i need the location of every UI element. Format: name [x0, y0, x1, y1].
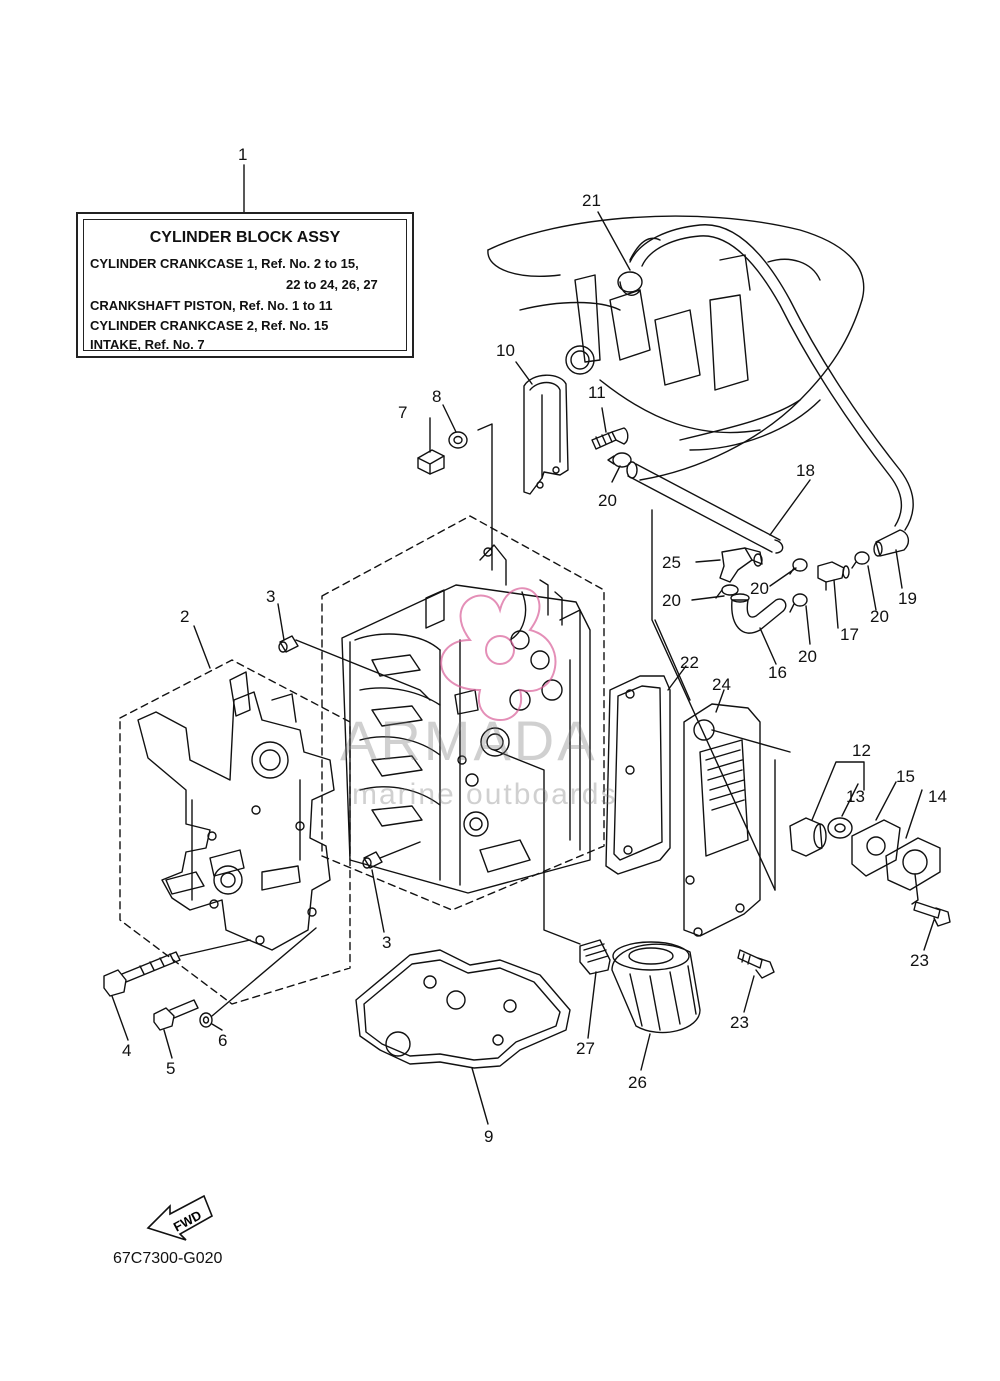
dowel-pin-3-upper: [278, 635, 299, 653]
diagram-code: 67C7300-G020: [113, 1250, 223, 1267]
callout-12: 12: [852, 741, 871, 760]
legend-inner-border: [83, 219, 407, 351]
engine-housing-outline: [487, 215, 865, 481]
hose-group-box: [651, 509, 776, 891]
legend-line-2: 22 to 24, 26, 27: [286, 277, 378, 292]
clip-20-a: [607, 452, 632, 468]
callout-20-d: 20: [798, 647, 817, 666]
gasket-15: [851, 819, 901, 877]
washer-8: [448, 431, 468, 449]
clip-20-d: [789, 593, 808, 613]
callout-3-upper: 3: [266, 587, 275, 606]
legend-box: CYLINDER BLOCK ASSY CYLINDER CRANKCASE 1…: [76, 212, 414, 358]
seal-13: [827, 817, 853, 839]
legend-line-1: CYLINDER CRANKCASE 1, Ref. No. 2 to 15,: [90, 256, 359, 271]
legend-line-5: INTAKE, Ref. No. 7: [90, 337, 205, 352]
callout-21: 21: [582, 191, 601, 210]
callout-16: 16: [768, 663, 787, 682]
callout-20-b: 20: [750, 579, 769, 598]
bolt-5: [153, 999, 199, 1031]
callout-11: 11: [588, 383, 606, 402]
cover-24: [683, 703, 761, 937]
oil-filter-26: [611, 941, 701, 1034]
leader-lines: [111, 164, 935, 1125]
clip-20-e: [851, 551, 870, 569]
thermostat-12: [789, 817, 827, 857]
legend-line-3: CRANKSHAFT PISTON, Ref. No. 1 to 11: [90, 298, 333, 313]
watermark-main: ARMADA: [340, 709, 598, 772]
callout-6: 6: [218, 1031, 227, 1050]
callout-15: 15: [896, 767, 915, 786]
callout-7: 7: [398, 403, 407, 422]
legend-line-4: CYLINDER CRANKCASE 2, Ref. No. 15: [90, 318, 329, 333]
callout-27: 27: [576, 1039, 595, 1058]
callout-17: 17: [840, 625, 859, 644]
callout-5: 5: [166, 1059, 175, 1078]
callout-23-b: 23: [910, 951, 929, 970]
watermark-sub: marine outboards: [352, 778, 618, 811]
callout-14: 14: [928, 787, 947, 806]
callout-19: 19: [898, 589, 917, 608]
callout-13: 13: [846, 787, 865, 806]
callout-20-a: 20: [598, 491, 617, 510]
fitting-27: [579, 939, 611, 975]
bolt-23-b: [913, 901, 951, 927]
bolt-4: [103, 951, 181, 997]
callout-24: 24: [712, 675, 731, 694]
plug-7: [417, 449, 445, 475]
callout-20-e: 20: [870, 607, 889, 626]
callout-25: 25: [662, 553, 681, 572]
callout-2: 2: [180, 607, 189, 626]
tube-18: [626, 461, 784, 554]
callout-22: 22: [680, 653, 699, 672]
bolt-23-a: [737, 949, 775, 979]
washer-6: [199, 1012, 213, 1028]
callout-8: 8: [432, 387, 441, 406]
callout-1: 1: [238, 145, 247, 164]
bolt-11: [591, 427, 629, 450]
callout-numbers: 1 21 10 11 8 7 20 18 25 20 20 20 17 19 2…: [122, 145, 947, 1146]
watermark-logo-icon: [440, 587, 557, 721]
fwd-arrow: [146, 1194, 214, 1241]
callout-4: 4: [122, 1041, 131, 1060]
gasket-22: [605, 675, 671, 875]
hose-21: [617, 224, 914, 531]
thermostat-cover-14: [885, 837, 941, 905]
callout-23-a: 23: [730, 1013, 749, 1032]
legend-title: CYLINDER BLOCK ASSY: [149, 229, 341, 246]
joint-25: [719, 547, 763, 583]
crankcase2-envelope: [119, 659, 351, 1005]
callout-20-c: 20: [662, 591, 681, 610]
bracket-10: [523, 374, 569, 495]
hose-16: [730, 593, 787, 634]
callout-26: 26: [628, 1073, 647, 1092]
joint-17: [817, 561, 850, 591]
clip-20-b: [789, 558, 808, 575]
crankcase-envelope: [321, 515, 605, 911]
dowel-pin-3-lower: [362, 851, 383, 869]
crankcase-2: [137, 671, 335, 951]
gasket-9: [355, 949, 571, 1069]
hose-19: [873, 529, 910, 557]
callout-18: 18: [796, 461, 815, 480]
callout-10: 10: [496, 341, 515, 360]
callout-9: 9: [484, 1127, 493, 1146]
callout-3-lower: 3: [382, 933, 391, 952]
